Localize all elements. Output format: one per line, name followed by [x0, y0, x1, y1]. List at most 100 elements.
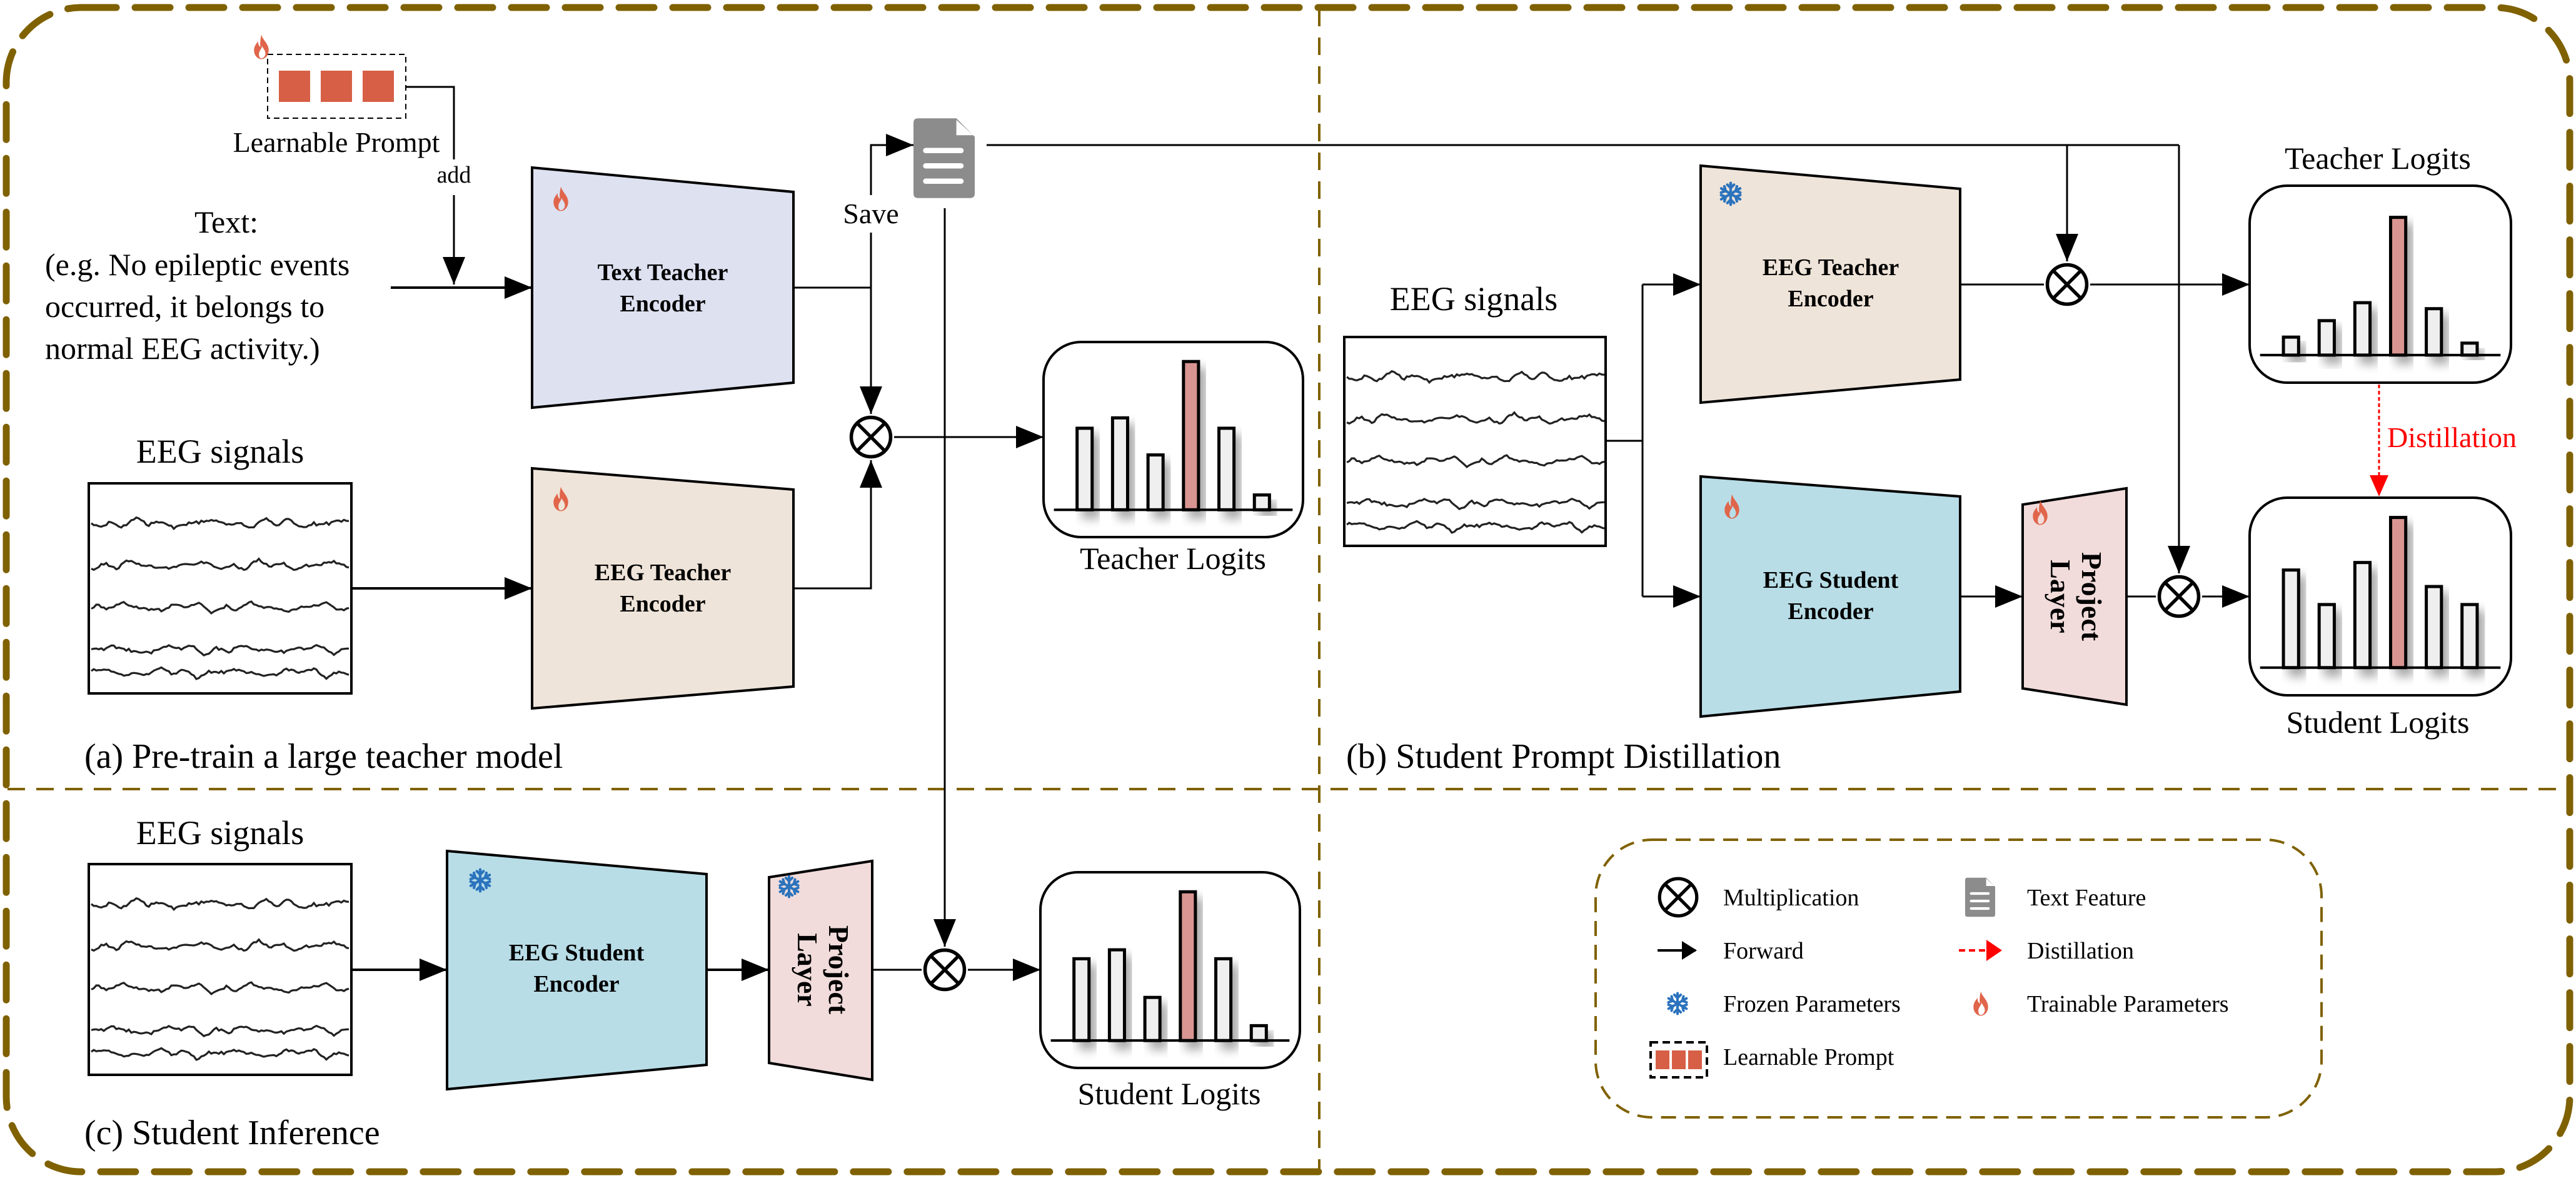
logit-bar: [2425, 307, 2443, 357]
flame-icon: [1973, 991, 1988, 1016]
logit-bar: [1072, 957, 1091, 1042]
add-label: add: [437, 162, 471, 188]
eeg-teacher-encoder-label-2: Encoder: [620, 591, 705, 617]
logits-frame: [2248, 184, 2512, 384]
logit-bar: [2425, 585, 2443, 670]
project-layer-c: [768, 859, 873, 1082]
eeg-student-encoder-b-label-1: EEG Student: [1763, 567, 1899, 593]
teacher-logits-b: [2248, 184, 2512, 384]
logit-bar: [1075, 426, 1094, 511]
project-layer-c-label-1: Project: [823, 925, 855, 1015]
learnable-prompt: [254, 34, 406, 119]
student-logits-label-c: Student Logits: [1077, 1076, 1260, 1111]
legend-label-text-feature: Text Feature: [2027, 885, 2146, 911]
logits-frame: [1042, 341, 1304, 538]
project-layer-b: [2021, 486, 2128, 707]
panel-a-caption: (a) Pre-train a large teacher model: [84, 737, 563, 776]
logits-frame: [2248, 496, 2512, 697]
logit-bar-max: [2388, 516, 2408, 670]
panel-c: EEG signals EEG Student Encoder Project …: [84, 814, 1301, 1152]
eeg-signals-c: [88, 863, 353, 1076]
eeg-teacher-encoder-b-label-1: EEG Teacher: [1763, 254, 1899, 281]
multiplication-icon-c: [925, 950, 965, 990]
logit-bar: [1252, 493, 1271, 511]
logit-bar: [1214, 957, 1233, 1042]
text-feature-to-mult: [793, 286, 882, 414]
prompt-add-connector: [406, 86, 454, 284]
eeg-channel-wave: [91, 600, 350, 615]
eeg-teacher-encoder-b-label-2: Encoder: [1788, 286, 1873, 312]
eeg-signals-b: [1343, 336, 1607, 547]
eeg-channel-wave: [91, 1047, 350, 1061]
logit-bar: [2282, 568, 2300, 670]
text-input-title: Text:: [194, 204, 258, 239]
eeg-teacher-encoder-a: [531, 466, 795, 710]
project-layer-b-label-1: Project: [2076, 552, 2108, 642]
text-encoder-label-1: Text Teacher: [598, 259, 728, 286]
teacher-logits-label-a: Teacher Logits: [1080, 541, 1266, 576]
project-layer-b-label-2: Layer: [2045, 560, 2076, 633]
multiplication-icon-a: [852, 418, 891, 457]
logit-bar: [2460, 603, 2479, 670]
eeg-channel-wave: [1346, 454, 1605, 468]
snowflake-icon: [1668, 994, 1686, 1014]
eeg-channel-wave: [1346, 497, 1605, 510]
panel-c-caption: (c) Student Inference: [84, 1114, 380, 1152]
forward-arrow-head: [1682, 941, 1697, 960]
multiplication-icon: [1659, 878, 1697, 916]
multiplication-icon-b-student: [2160, 577, 2199, 617]
eeg-student-encoder-c-label-1: EEG Student: [509, 940, 645, 966]
eeg-student-encoder-c-label-2: Encoder: [533, 971, 619, 997]
logit-bar-max: [1179, 890, 1197, 1042]
text-feature-doc-icon: [913, 118, 975, 198]
text-input-line-3: normal EEG activity.): [45, 331, 320, 366]
logit-bar-max: [1182, 360, 1200, 511]
eeg-teacher-encoder-b: [1699, 164, 1961, 405]
eeg-channel-wave: [91, 666, 350, 680]
logit-bar: [2353, 301, 2372, 357]
distillation-arrow-head: [1986, 940, 2002, 961]
eeg-signals-a: [88, 482, 353, 695]
text-teacher-encoder: [531, 166, 795, 410]
eeg-signals-label-c: EEG signals: [136, 814, 304, 852]
panel-a: Learnable Prompt add Text: (e.g. No epil…: [45, 34, 2179, 947]
eeg-student-encoder-b-label-2: Encoder: [1788, 598, 1873, 625]
eeg-channel-wave: [91, 643, 350, 657]
student-logits-label-b: Student Logits: [2286, 705, 2469, 740]
logit-bar: [2317, 603, 2336, 670]
save-connector: [870, 145, 913, 288]
logit-bar: [1110, 416, 1129, 511]
legend-label-learnable-prompt: Learnable Prompt: [1723, 1044, 1894, 1070]
eeg-feature-to-mult: [793, 460, 882, 590]
legend-label-trainable: Trainable Parameters: [2027, 991, 2229, 1017]
legend-label-frozen: Frozen Parameters: [1723, 991, 1901, 1017]
logits-frame: [1039, 871, 1301, 1069]
eeg-channel-wave: [91, 516, 350, 531]
eeg-channel-wave: [91, 1024, 350, 1037]
eeg-channel-wave: [91, 897, 350, 912]
panel-b-caption: (b) Student Prompt Distillation: [1346, 737, 1781, 776]
logit-bar: [2282, 335, 2300, 357]
text-feature-icon: [1965, 878, 1995, 917]
eeg-student-encoder-c: [446, 849, 708, 1091]
distillation-label: Distillation: [2387, 421, 2517, 453]
text-input-line-1: (e.g. No epileptic events: [45, 247, 350, 282]
eeg-channel-wave: [1346, 411, 1605, 425]
eeg-signals-label-a: EEG signals: [136, 433, 304, 470]
eeg-channel-wave: [1346, 370, 1605, 385]
text-input-line-2: occurred, it belongs to: [45, 289, 325, 324]
learnable-prompt-icon: [1649, 1041, 1708, 1079]
logit-bar: [1146, 453, 1165, 511]
multiplication-icon-b-teacher: [2048, 265, 2087, 305]
text-encoder-label-2: Encoder: [620, 291, 705, 317]
flame-icon: [254, 34, 269, 59]
eeg-student-encoder-b: [1699, 475, 1961, 718]
logit-bar: [1107, 948, 1126, 1042]
logit-bar: [1249, 1024, 1268, 1042]
eeg-signals-label-b: EEG signals: [1390, 280, 1557, 318]
project-layer-c-label-2: Layer: [792, 933, 823, 1007]
eeg-split-connector: [1606, 284, 1644, 596]
teacher-logits-label-b: Teacher Logits: [2285, 141, 2471, 176]
eeg-channel-wave: [91, 981, 350, 995]
